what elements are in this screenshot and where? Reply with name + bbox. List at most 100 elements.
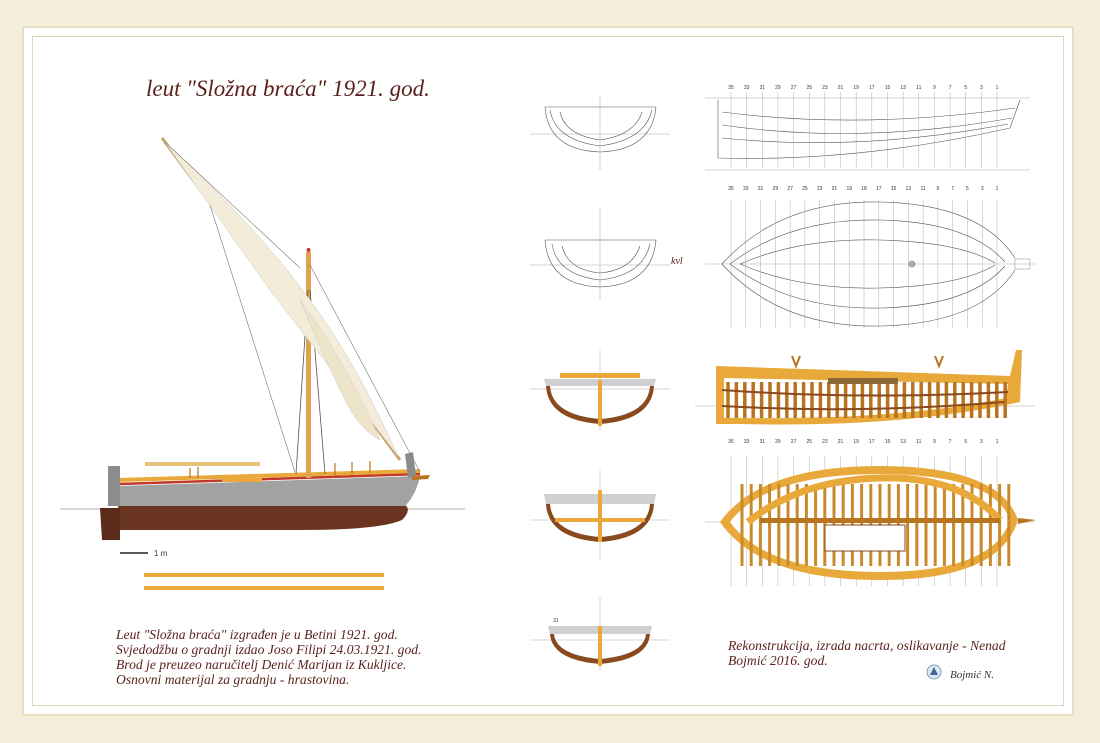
station-number: 27 (791, 439, 797, 445)
station-number: 9 (936, 186, 939, 192)
hatch (222, 478, 262, 482)
credits-note-line: Bojmić 2016. god. (728, 653, 828, 668)
kvl-label: kvl (671, 256, 683, 267)
history-note-line: Leut "Složna braća" izgrađen je u Betini… (116, 627, 398, 642)
station-number: 17 (869, 85, 875, 91)
station-number: 5 (964, 85, 967, 91)
station-number: 29 (773, 186, 779, 192)
station-number: 7 (949, 85, 952, 91)
station-number: 11 (916, 439, 921, 445)
hull-side (118, 476, 420, 506)
station-number: 31 (760, 439, 766, 445)
station-number: 11 (916, 85, 921, 91)
sail-loose (299, 299, 381, 441)
credits-note: Rekonstrukcija, izrada nacrta, oslikavan… (728, 638, 1006, 668)
station-number: 7 (951, 186, 954, 192)
section-number: 31 (553, 618, 559, 624)
station-number: 33 (744, 85, 750, 91)
station-number: 7 (949, 439, 952, 445)
station-number: 31 (760, 85, 766, 91)
station-number: 29 (775, 439, 781, 445)
station-number: 9 (933, 85, 936, 91)
scale-label: 1 m (154, 549, 168, 558)
thole-pins (189, 461, 371, 478)
hull-stripe (117, 472, 421, 486)
station-number: 3 (980, 439, 983, 445)
station-number: 1 (996, 186, 999, 192)
station-number: 31 (758, 186, 764, 192)
station-number: 35 (728, 439, 734, 445)
station-number: 25 (802, 186, 808, 192)
boat-side-view (60, 137, 465, 590)
station-number: 5 (966, 186, 969, 192)
lines-half-breadth (705, 201, 1035, 327)
station-number: 27 (787, 186, 793, 192)
station-number: 1 (996, 439, 999, 445)
station-number: 19 (853, 85, 859, 91)
station-number: 21 (838, 85, 844, 91)
drawing-title: leut "Složna braća" 1921. god. (146, 76, 430, 102)
profile-stations (730, 92, 998, 168)
credits-note-line: Rekonstrukcija, izrada nacrta, oslikavan… (728, 638, 1006, 653)
oar-2 (144, 586, 384, 590)
station-number: 23 (817, 186, 823, 192)
lines-profile (705, 97, 1030, 171)
body-plan-2 (530, 208, 670, 300)
oar-1 (144, 573, 384, 577)
bow-post (405, 452, 416, 478)
forestay (309, 264, 421, 473)
construction-plan (705, 456, 1036, 586)
station-number: 1 (996, 85, 999, 91)
station-number: 3 (981, 186, 984, 192)
station-number: 33 (743, 186, 749, 192)
station-number: 17 (876, 186, 882, 192)
station-number: 33 (744, 439, 750, 445)
history-note-line: Svjedodžbu o gradnji izdao Joso Filipi 2… (116, 642, 422, 657)
rudder (100, 508, 120, 540)
station-number: 13 (900, 85, 906, 91)
station-number: 3 (980, 85, 983, 91)
station-number: 17 (869, 439, 875, 445)
history-note: Leut "Složna braća" izgrađen je u Betini… (116, 627, 421, 687)
station-number: 15 (891, 186, 897, 192)
hull-bottom (118, 505, 408, 530)
station-number: 25 (806, 439, 812, 445)
station-number: 19 (853, 439, 859, 445)
half-breadth-stations (730, 200, 998, 328)
cross-section-2 (530, 470, 670, 560)
construction-profile (695, 350, 1035, 425)
history-note-line: Osnovni materijal za gradnju - hrastovin… (116, 672, 350, 687)
station-number: 11 (921, 186, 926, 192)
station-number: 29 (775, 85, 781, 91)
cross-section-1 (530, 350, 670, 430)
station-number: 25 (806, 85, 812, 91)
station-number: 35 (728, 85, 734, 91)
station-number: 5 (964, 439, 967, 445)
cross-section-3 (530, 597, 670, 670)
bowsprit (412, 475, 430, 480)
stern-post (108, 466, 120, 506)
station-number: 23 (822, 439, 828, 445)
brace (209, 204, 296, 473)
history-note-line: Brod je preuzeo naručitelj Denić Marijan… (116, 657, 407, 672)
station-number: 13 (906, 186, 912, 192)
mast-top (306, 248, 311, 252)
author-logo (926, 664, 942, 680)
author-signature: Bojmić N. (950, 669, 994, 681)
title-boat-name: "Složna braća" (186, 76, 327, 101)
station-number: 18 (861, 186, 867, 192)
station-number: 15 (885, 85, 891, 91)
title-year: 1921. god. (326, 76, 430, 101)
station-number: 9 (933, 439, 936, 445)
station-number: 21 (838, 439, 844, 445)
station-number: 13 (900, 439, 906, 445)
station-number: 21 (832, 186, 838, 192)
station-number: 23 (822, 85, 828, 91)
station-number: 27 (791, 85, 797, 91)
sheet-inner-border (32, 36, 1064, 706)
halyard (164, 141, 301, 269)
title-prefix: leut (146, 76, 187, 101)
